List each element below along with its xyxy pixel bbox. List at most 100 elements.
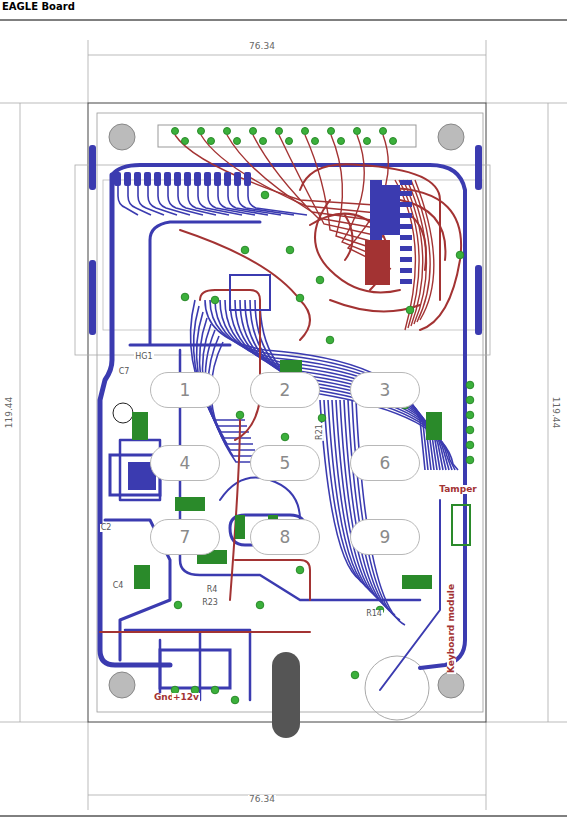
part-name: C4: [112, 582, 125, 590]
via: [316, 276, 324, 284]
part-name: C2: [100, 524, 113, 532]
via: [406, 306, 414, 314]
via: [351, 671, 359, 679]
part-name: R21: [316, 423, 324, 441]
via: [326, 336, 334, 344]
trace: [279, 135, 383, 237]
pad: [154, 172, 161, 186]
trace: [415, 180, 434, 320]
via: [276, 128, 283, 135]
pad: [224, 172, 231, 186]
via: [236, 411, 244, 419]
pad: [400, 246, 412, 251]
via: [466, 456, 474, 464]
dimension: 119.44: [6, 395, 15, 429]
via: [234, 138, 241, 145]
via: [181, 293, 189, 301]
part-name: R4: [206, 586, 219, 594]
keypad-key: 2: [250, 372, 320, 408]
via: [198, 128, 205, 135]
pad: [400, 180, 412, 185]
key-number: 2: [280, 380, 291, 400]
key-number: 6: [380, 453, 391, 473]
component-label: Keyboard module: [447, 582, 456, 673]
dimension: 119.44: [552, 395, 561, 429]
pad: [214, 172, 221, 186]
keypad-key: 9: [350, 519, 420, 555]
trace: [340, 400, 385, 605]
via: [466, 426, 474, 434]
via: [208, 138, 215, 145]
via: [174, 601, 182, 609]
via: [296, 294, 304, 302]
via: [286, 138, 293, 145]
via: [390, 138, 397, 145]
via: [466, 441, 474, 449]
dimension: 76.34: [248, 42, 276, 51]
trace: [411, 180, 430, 322]
pad: [400, 257, 412, 262]
pad: [184, 172, 191, 186]
pad: [174, 172, 181, 186]
trace: [348, 400, 395, 615]
pad: [204, 172, 211, 186]
via: [312, 138, 319, 145]
trace: [407, 180, 426, 324]
pad: [400, 224, 412, 229]
keypad-key: 6: [350, 445, 420, 481]
dimension: 76.34: [248, 795, 276, 804]
trace: [194, 306, 247, 426]
via: [466, 396, 474, 404]
via: [380, 128, 387, 135]
terminal-label: +12v: [172, 693, 200, 702]
via: [364, 138, 371, 145]
part-name: HG1: [134, 353, 153, 361]
pad: [134, 172, 141, 186]
via: [231, 696, 239, 704]
via: [318, 414, 326, 422]
via: [224, 128, 231, 135]
pad: [400, 279, 412, 284]
key-number: 7: [180, 527, 191, 547]
pad: [400, 191, 412, 196]
pad: [400, 268, 412, 273]
pad: [400, 213, 412, 218]
keypad-key: 8: [250, 519, 320, 555]
via: [302, 128, 309, 135]
trace: [211, 342, 259, 462]
trace: [356, 400, 405, 625]
via: [260, 138, 267, 145]
keypad-key: 1: [150, 372, 220, 408]
pad: [400, 202, 412, 207]
via: [211, 686, 219, 694]
trace: [227, 135, 379, 221]
via: [250, 128, 257, 135]
via: [241, 246, 249, 254]
via: [286, 246, 294, 254]
pad: [124, 172, 131, 186]
via: [456, 251, 464, 259]
via: [281, 433, 289, 441]
pad: [114, 172, 121, 186]
pad: [194, 172, 201, 186]
keypad-key: 5: [250, 445, 320, 481]
key-number: 1: [180, 380, 191, 400]
keypad-key: 7: [150, 519, 220, 555]
trace: [352, 400, 400, 620]
part-name: R14: [365, 610, 383, 618]
via: [354, 128, 361, 135]
via: [182, 138, 189, 145]
pad: [234, 172, 241, 186]
title: EAGLE Board: [2, 2, 75, 12]
pad: [244, 172, 251, 186]
keypad-key: 3: [350, 372, 420, 408]
via: [338, 138, 345, 145]
keypad-key: 4: [150, 445, 220, 481]
pad: [370, 180, 382, 185]
via: [466, 411, 474, 419]
part-name: C7: [118, 368, 131, 376]
via: [466, 381, 474, 389]
via: [172, 128, 179, 135]
key-number: 9: [380, 527, 391, 547]
